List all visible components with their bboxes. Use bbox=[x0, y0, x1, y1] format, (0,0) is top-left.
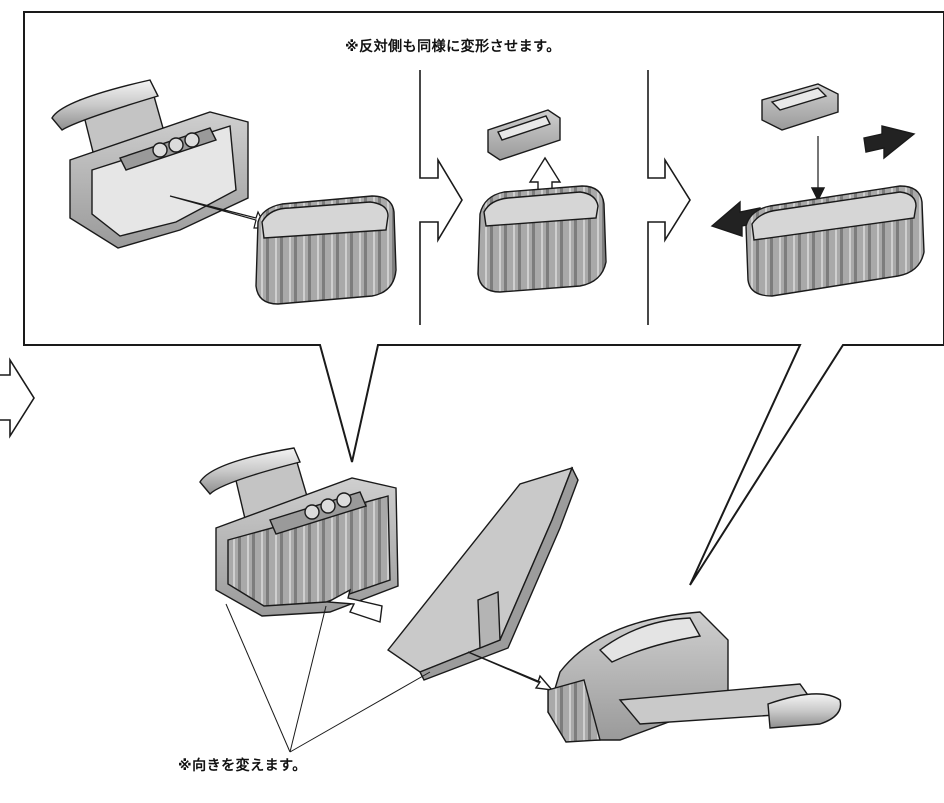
continue-arrow-icon bbox=[0, 357, 35, 439]
aircraft-nose-section bbox=[547, 611, 842, 743]
note-leader-lines bbox=[225, 603, 431, 753]
tail-fin bbox=[386, 466, 579, 691]
change-direction-note: ※向きを変えます。 bbox=[178, 758, 307, 774]
step-divider-1 bbox=[419, 70, 463, 325]
step-divider-2 bbox=[647, 70, 691, 325]
step3-illustration bbox=[710, 83, 925, 297]
mirror-side-note: ※反対側も同様に変形させます。 bbox=[345, 39, 561, 55]
callout-panel bbox=[23, 11, 944, 586]
step2-illustration bbox=[477, 109, 607, 293]
step1-illustration bbox=[51, 79, 397, 305]
assembly-body bbox=[199, 447, 399, 623]
